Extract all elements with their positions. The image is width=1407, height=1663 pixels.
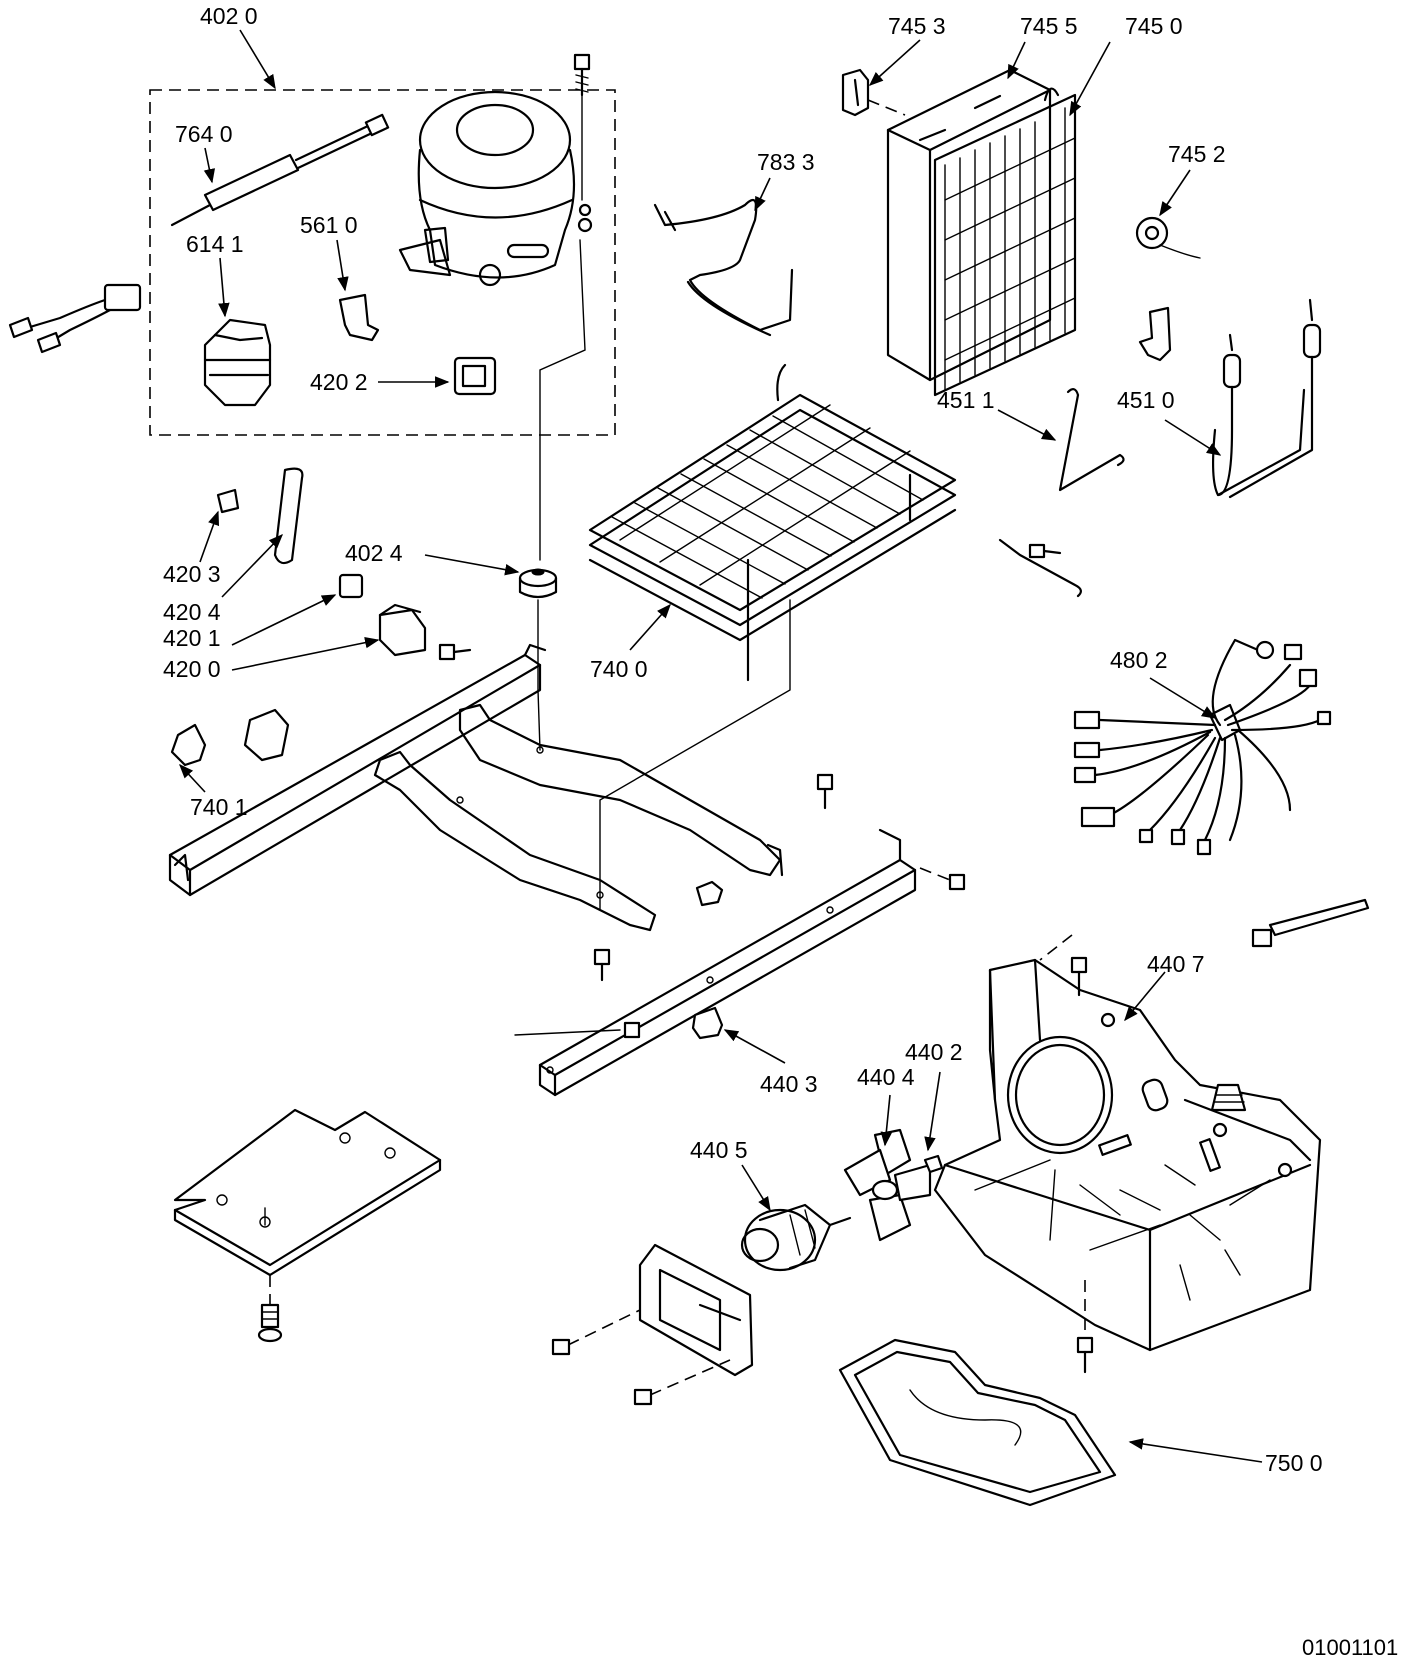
rail-screw-left: [593, 948, 611, 982]
leader-lines: [179, 29, 1263, 1463]
cover-screw: [257, 1207, 283, 1343]
power-cord-harness: [8, 283, 142, 354]
callout-4020: 402 0: [200, 3, 258, 29]
defrost-heater: [1212, 298, 1322, 499]
cable-tie: [1251, 898, 1370, 948]
condenser: [588, 363, 957, 682]
callout-4404: 440 4: [857, 1064, 915, 1090]
callout-4024: 402 4: [345, 540, 403, 566]
drier-filter: [170, 113, 390, 227]
callout-4403: 440 3: [760, 1071, 818, 1097]
callout-7640: 764 0: [175, 121, 233, 147]
shroud-screw-top: [1039, 934, 1088, 997]
callout-7453: 745 3: [888, 13, 946, 39]
rail-center-line: [537, 599, 541, 751]
callout-4407: 440 7: [1147, 951, 1205, 977]
callout-4511: 451 1: [937, 387, 995, 413]
start-relay: [203, 318, 272, 407]
terminal-cover: [338, 573, 364, 599]
base-frame: [168, 643, 917, 1097]
compressor-bolt: [573, 53, 591, 201]
callout-4405: 440 5: [690, 1137, 748, 1163]
condenser-center-line: [599, 599, 791, 911]
callout-4204: 420 4: [163, 599, 221, 625]
condenser-fan-motor: [740, 1203, 852, 1272]
evaporator: [886, 68, 1077, 397]
callout-7450: 745 0: [1125, 13, 1183, 39]
access-cover-plate: [173, 1108, 442, 1277]
callout-5610: 561 0: [300, 212, 358, 238]
callout-4402: 440 2: [905, 1039, 963, 1065]
rail-screw-top: [816, 773, 834, 810]
callout-7455: 745 5: [1020, 13, 1078, 39]
clip-guide-line: [867, 99, 906, 116]
bracket-screws: [551, 1309, 731, 1406]
overload-protector: [378, 603, 472, 661]
callout-4201: 420 1: [163, 625, 221, 651]
shroud-screw-bottom: [1076, 1280, 1094, 1374]
callout-4202: 420 2: [310, 369, 368, 395]
callout-7401: 740 1: [190, 794, 248, 820]
condenser-fan-shroud: [933, 958, 1322, 1352]
condenser-fitting: [691, 1006, 724, 1040]
callout-7500: 750 0: [1265, 1450, 1323, 1476]
callout-4200: 420 0: [163, 656, 221, 682]
evaporator-clip: [841, 68, 870, 117]
compressor-assembly-box: [149, 89, 616, 436]
callout-labels: 402 0 764 0 561 0 614 1 420 2 745 3 745 …: [163, 3, 1398, 1660]
relay-cover: [453, 356, 497, 396]
wire-nut: [1210, 1083, 1247, 1112]
defrost-heater-clip: [1058, 388, 1125, 492]
overload-clip: [338, 293, 380, 342]
rail-clip: [695, 880, 724, 907]
callout-6141: 614 1: [186, 231, 244, 257]
condenser-fan-blade: [843, 1128, 932, 1242]
wire-harness: [1073, 638, 1332, 856]
motor-bracket: [638, 1243, 754, 1377]
callout-4510: 451 0: [1117, 387, 1175, 413]
suction-tube: [653, 198, 794, 337]
callout-4802: 480 2: [1110, 647, 1168, 673]
compressor-grommet: [518, 568, 558, 599]
compressor: [398, 90, 593, 287]
defrost-thermostat: [1135, 216, 1201, 259]
heater-bracket: [1138, 306, 1172, 362]
drain-pan: [838, 1338, 1117, 1507]
heater-screw: [998, 538, 1082, 598]
drain-hose: [273, 467, 304, 565]
callout-7400: 740 0: [590, 656, 648, 682]
center-line: [539, 239, 586, 561]
figure-id: 01001101: [1302, 1635, 1398, 1660]
rail-screw-bottom: [514, 1021, 641, 1039]
rail-screw-right: [919, 867, 966, 891]
callout-7833: 783 3: [757, 149, 815, 175]
callout-4203: 420 3: [163, 561, 221, 587]
fan-blade-clip: [923, 1154, 944, 1174]
tube-cap: [216, 488, 240, 514]
callout-7452: 745 2: [1168, 141, 1226, 167]
tube-clips: [170, 708, 290, 767]
